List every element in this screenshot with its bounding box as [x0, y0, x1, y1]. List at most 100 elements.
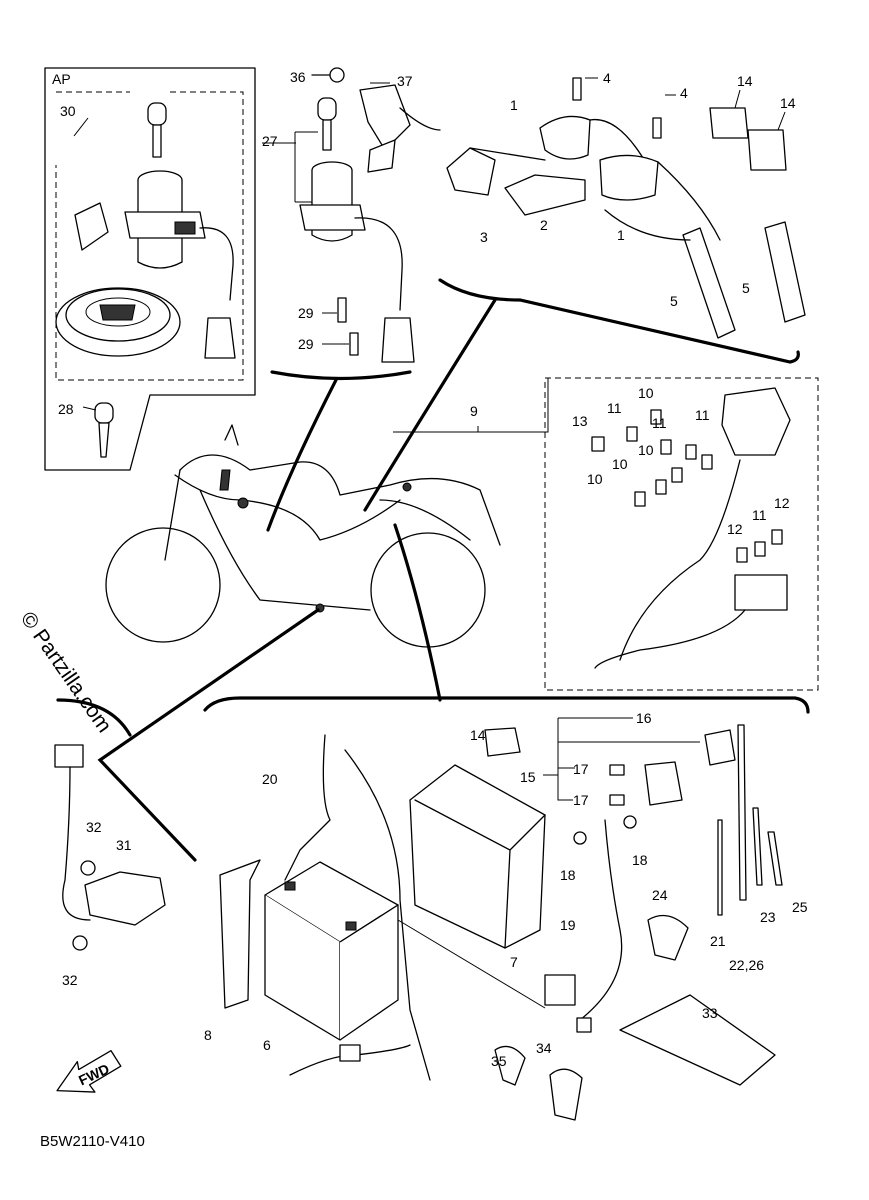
- callout: 30: [60, 103, 76, 119]
- cable-tie-icon: [752, 807, 763, 886]
- plug-cap-icon: [682, 227, 736, 339]
- callout-labels: 30 28 36 37 27 29 29 4 4 1 1 2 3 14 14 5…: [58, 69, 808, 1069]
- leader-line: [266, 378, 338, 532]
- callout: 27: [262, 133, 278, 149]
- cap-icon: [446, 147, 496, 196]
- bracket-icon: [359, 84, 411, 151]
- connector-icon: [339, 1044, 361, 1062]
- watermark: © Partzilla.com: [16, 608, 116, 737]
- callout: 11: [695, 407, 710, 423]
- callout: 36: [290, 69, 306, 85]
- key-icon: [147, 102, 167, 158]
- ignition-coil-icon: [599, 154, 659, 201]
- callout: 10: [587, 471, 603, 487]
- fwd-label: FWD: [76, 1060, 112, 1088]
- callout: 18: [632, 852, 648, 868]
- callout: 14: [780, 95, 796, 111]
- motorcycle-outline: [105, 424, 501, 648]
- callout: 13: [572, 413, 588, 429]
- key-icon: [94, 402, 114, 458]
- callout: 10: [638, 385, 654, 401]
- bolt-icon: [623, 815, 637, 829]
- relay-icon: [591, 436, 605, 452]
- ap-box-label: AP: [52, 71, 71, 87]
- callout: 32: [86, 819, 102, 835]
- callout: 33: [702, 1005, 718, 1021]
- battery-group: [203, 696, 810, 1121]
- relay-icon: [704, 729, 736, 766]
- plug-cap-icon: [764, 221, 806, 323]
- callout: 1: [617, 227, 625, 243]
- ignition-switch-icon: [124, 170, 234, 301]
- callout: 4: [603, 70, 611, 86]
- callout: 34: [536, 1040, 552, 1056]
- leader-line: [97, 608, 320, 862]
- callout: 6: [263, 1037, 271, 1053]
- clamp-icon: [494, 1045, 526, 1086]
- callout: 32: [62, 972, 78, 988]
- callout: 29: [298, 305, 314, 321]
- ap-kit-box: AP: [44, 67, 256, 471]
- spark-unit-icon: [504, 174, 586, 216]
- leader-line: [363, 298, 497, 512]
- callout: 18: [560, 867, 576, 883]
- callout: 3: [480, 229, 488, 245]
- callout: 12: [774, 495, 790, 511]
- callout: 35: [491, 1053, 507, 1069]
- switch-connector-icon: [381, 317, 415, 363]
- callout: 15: [520, 769, 536, 785]
- bolt-icon: [329, 67, 345, 83]
- sheet-icon: [619, 994, 776, 1086]
- fuse-box-icon: [721, 387, 791, 456]
- callout: 4: [680, 85, 688, 101]
- callout: 28: [58, 401, 74, 417]
- callout: 16: [636, 710, 652, 726]
- bolt-icon: [573, 831, 587, 845]
- callout: 5: [742, 280, 750, 296]
- relay-icon: [747, 129, 787, 171]
- callout: 5: [670, 293, 678, 309]
- callout: 20: [262, 771, 278, 787]
- relay-icon: [484, 727, 521, 757]
- fuse-box-group: [393, 377, 819, 691]
- callout: 8: [204, 1027, 212, 1043]
- callout: 11: [752, 507, 767, 523]
- relay-icon: [644, 761, 683, 806]
- fuse-icon: [626, 409, 783, 563]
- callout: 10: [612, 456, 628, 472]
- callout: 1: [510, 97, 518, 113]
- callout: 31: [116, 837, 132, 853]
- fuel-cap-icon: [55, 287, 181, 357]
- ignition-switch-group: [262, 67, 441, 381]
- callout: 11: [607, 400, 622, 416]
- callout: 23: [760, 909, 776, 925]
- battery-cover-icon: [409, 764, 546, 949]
- switch-connector-icon: [204, 317, 236, 359]
- callout: 25: [792, 899, 808, 915]
- screw-icon: [337, 297, 347, 323]
- callout: 21: [710, 933, 726, 949]
- callout: 7: [510, 954, 518, 970]
- callout: 22,26: [729, 957, 764, 973]
- bolt-icon: [572, 77, 582, 101]
- key-icon: [317, 97, 337, 151]
- bolt-icon: [80, 860, 96, 876]
- ignition-coil-icon: [539, 115, 591, 160]
- leader-line: [393, 523, 442, 702]
- cable-tie-icon: [717, 819, 723, 916]
- bolt-icon: [652, 117, 662, 139]
- connector-icon: [54, 744, 84, 768]
- sensor-icon: [84, 871, 166, 926]
- clamp-icon: [647, 914, 689, 961]
- bolt-icon: [72, 935, 88, 951]
- callout: 9: [470, 403, 478, 419]
- callout: 19: [560, 917, 576, 933]
- cable-tie-icon: [737, 724, 747, 901]
- callout: 17: [573, 761, 589, 777]
- sensor-group: [54, 698, 166, 951]
- front-wheel-icon: [105, 527, 221, 643]
- callout: 17: [573, 792, 589, 808]
- cable-tie-icon: [767, 831, 783, 886]
- rear-wheel-icon: [370, 532, 486, 648]
